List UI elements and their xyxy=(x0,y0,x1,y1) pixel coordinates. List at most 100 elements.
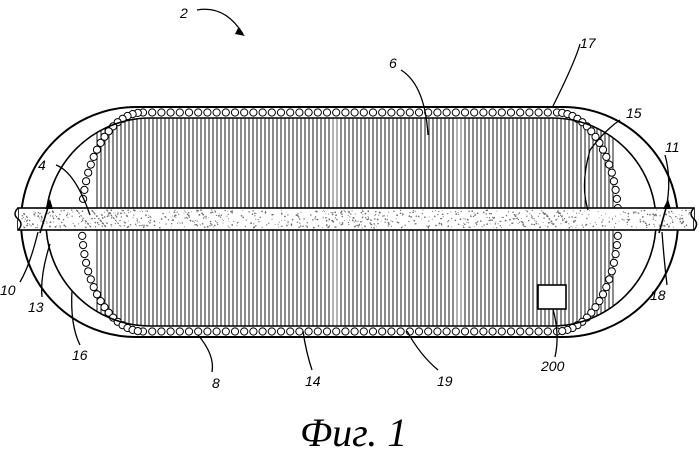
stipple-dot xyxy=(332,221,334,223)
stipple-dot xyxy=(562,218,563,219)
stipple-dot xyxy=(388,225,389,226)
stipple-dot xyxy=(326,220,328,222)
stipple-dot xyxy=(130,211,131,212)
stipple-dot xyxy=(482,226,483,227)
stipple-dot xyxy=(196,209,198,211)
stipple-dot xyxy=(314,218,315,219)
fiber-end-circle xyxy=(342,328,349,335)
fiber-end-circle xyxy=(323,109,330,116)
fiber-end-circle xyxy=(480,328,487,335)
fiber-end-circle xyxy=(204,328,211,335)
stipple-dot xyxy=(284,216,286,218)
stipple-dot xyxy=(176,211,177,212)
stipple-dot xyxy=(56,216,57,217)
stipple-dot xyxy=(575,227,576,228)
stipple-dot xyxy=(288,224,289,225)
stipple-dot xyxy=(323,217,324,218)
stipple-dot xyxy=(217,224,218,225)
stipple-dot xyxy=(351,210,352,211)
stipple-dot xyxy=(56,225,57,226)
stipple-dot xyxy=(495,223,497,225)
stipple-dot xyxy=(542,211,543,212)
stipple-dot xyxy=(354,222,355,223)
ref-2: 2 xyxy=(179,5,188,21)
stipple-dot xyxy=(654,226,655,227)
stipple-dot xyxy=(655,220,656,221)
fiber-end-circle xyxy=(287,328,294,335)
stipple-dot xyxy=(164,216,165,217)
fiber-end-circle xyxy=(415,109,422,116)
stipple-dot xyxy=(538,216,539,217)
stipple-dot xyxy=(404,225,405,226)
stipple-dot xyxy=(549,219,550,220)
fiber-end-circle xyxy=(480,109,487,116)
stipple-dot xyxy=(557,219,558,220)
stipple-dot xyxy=(572,227,573,228)
fiber-end-circle xyxy=(134,328,141,335)
stipple-dot xyxy=(356,221,357,222)
stipple-dot xyxy=(391,226,392,227)
stipple-dot xyxy=(90,226,92,228)
stipple-dot xyxy=(36,227,37,228)
stipple-dot xyxy=(644,210,646,212)
stipple-dot xyxy=(117,213,118,214)
stipple-dot xyxy=(299,218,301,220)
fiber-end-circle xyxy=(351,328,358,335)
stipple-dot xyxy=(143,226,145,228)
stipple-dot xyxy=(451,218,452,219)
fiber-end-circle xyxy=(83,178,90,185)
stipple-dot xyxy=(601,215,602,216)
stipple-dot xyxy=(423,210,424,211)
stipple-dot xyxy=(147,225,148,226)
stipple-dot xyxy=(210,221,211,222)
stipple-dot xyxy=(335,212,337,214)
stipple-dot xyxy=(483,224,484,225)
stipple-dot xyxy=(329,225,330,226)
stipple-dot xyxy=(37,216,39,218)
stipple-dot xyxy=(202,223,204,225)
stipple-dot xyxy=(231,224,233,226)
stipple-dot xyxy=(677,218,678,219)
stipple-dot xyxy=(154,225,156,227)
stipple-dot xyxy=(570,226,571,227)
stipple-dot xyxy=(250,222,252,224)
stipple-dot xyxy=(633,211,635,213)
stipple-dot xyxy=(30,225,31,226)
stipple-dot xyxy=(434,216,436,218)
fiber-end-circle xyxy=(176,109,183,116)
stipple-dot xyxy=(636,227,637,228)
stipple-dot xyxy=(159,227,161,229)
fiber-end-circle xyxy=(606,161,613,168)
stipple-dot xyxy=(67,214,68,215)
stipple-dot xyxy=(41,217,43,219)
stipple-dot xyxy=(620,214,621,215)
stipple-dot xyxy=(536,223,538,225)
stipple-dot xyxy=(59,225,60,226)
stipple-dot xyxy=(441,223,442,224)
stipple-dot xyxy=(229,227,230,228)
fiber-end-circle xyxy=(443,328,450,335)
stipple-dot xyxy=(194,224,195,225)
fiber-end-circle xyxy=(342,109,349,116)
stipple-dot xyxy=(368,216,369,217)
stipple-dot xyxy=(582,224,583,225)
stipple-dot xyxy=(429,216,430,217)
stipple-dot xyxy=(489,213,490,214)
stipple-dot xyxy=(575,220,577,222)
stipple-dot xyxy=(609,221,611,223)
stipple-dot xyxy=(325,213,326,214)
stipple-dot xyxy=(23,213,25,215)
stipple-dot xyxy=(388,222,390,224)
stipple-dot xyxy=(217,222,218,223)
stipple-dot xyxy=(323,210,324,211)
stipple-dot xyxy=(599,217,600,218)
fiber-end-circle xyxy=(360,328,367,335)
stipple-dot xyxy=(513,218,514,219)
stipple-dot xyxy=(188,212,189,213)
fiber-end-circle xyxy=(305,109,312,116)
stipple-dot xyxy=(32,224,34,226)
stipple-dot xyxy=(162,213,164,215)
stipple-dot xyxy=(24,221,25,222)
stipple-dot xyxy=(540,227,541,228)
stipple-dot xyxy=(432,219,433,220)
